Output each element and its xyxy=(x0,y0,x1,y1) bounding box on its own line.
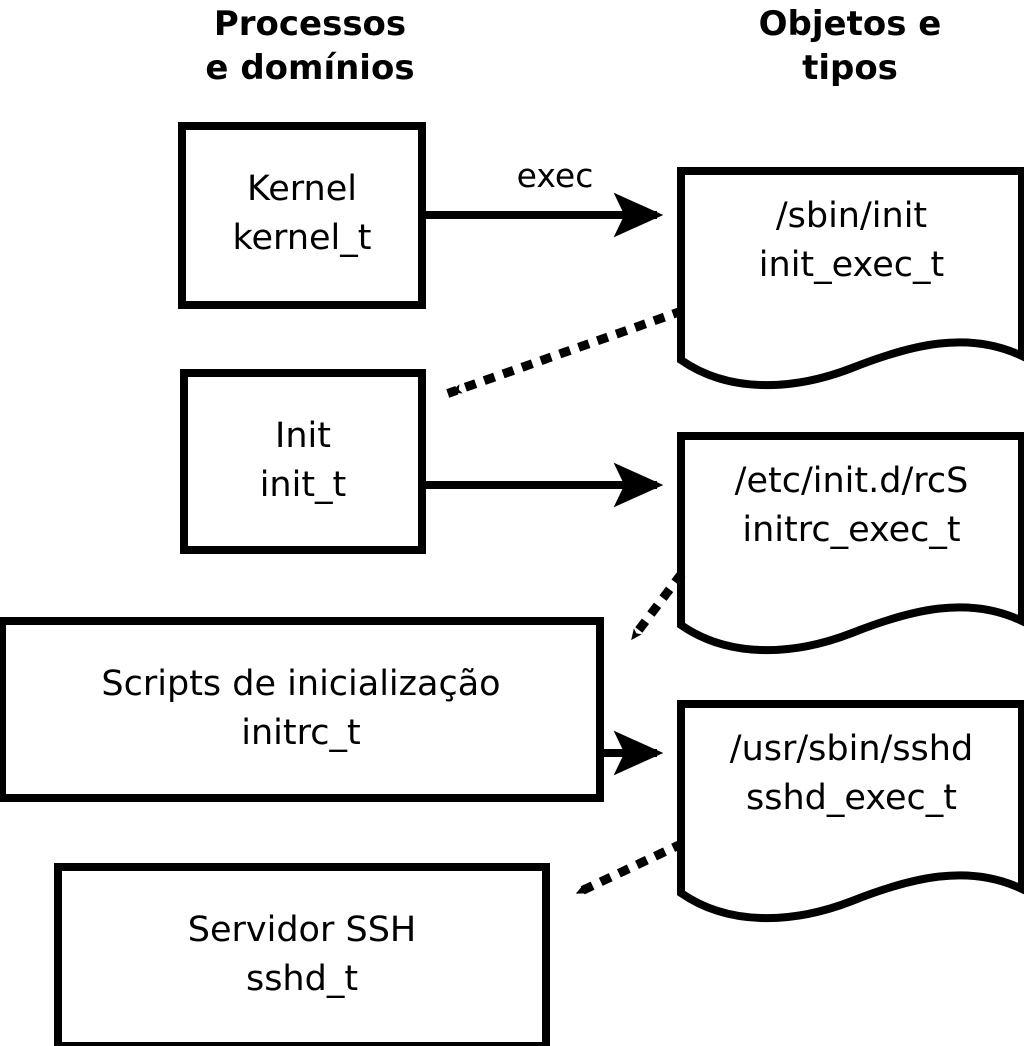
column-title-processes: Processos e domínios xyxy=(205,4,415,88)
edge-init-exec-to-init xyxy=(446,306,685,398)
edge-initrc-exec-to-initrc xyxy=(625,570,686,646)
object-node-init-exec[interactable] xyxy=(677,167,1024,390)
process-node-kernel[interactable] xyxy=(178,122,426,309)
process-node-initrc[interactable] xyxy=(0,617,604,802)
process-node-init[interactable] xyxy=(180,369,426,554)
object-node-sshd-exec[interactable] xyxy=(677,700,1024,923)
edge-sshd-exec-to-sshd xyxy=(571,839,685,899)
edge-label-exec: exec xyxy=(516,156,594,195)
object-node-initrc-exec[interactable] xyxy=(677,432,1024,655)
process-node-sshd[interactable] xyxy=(54,863,550,1046)
column-title-objects: Objetos e tipos xyxy=(758,4,942,88)
